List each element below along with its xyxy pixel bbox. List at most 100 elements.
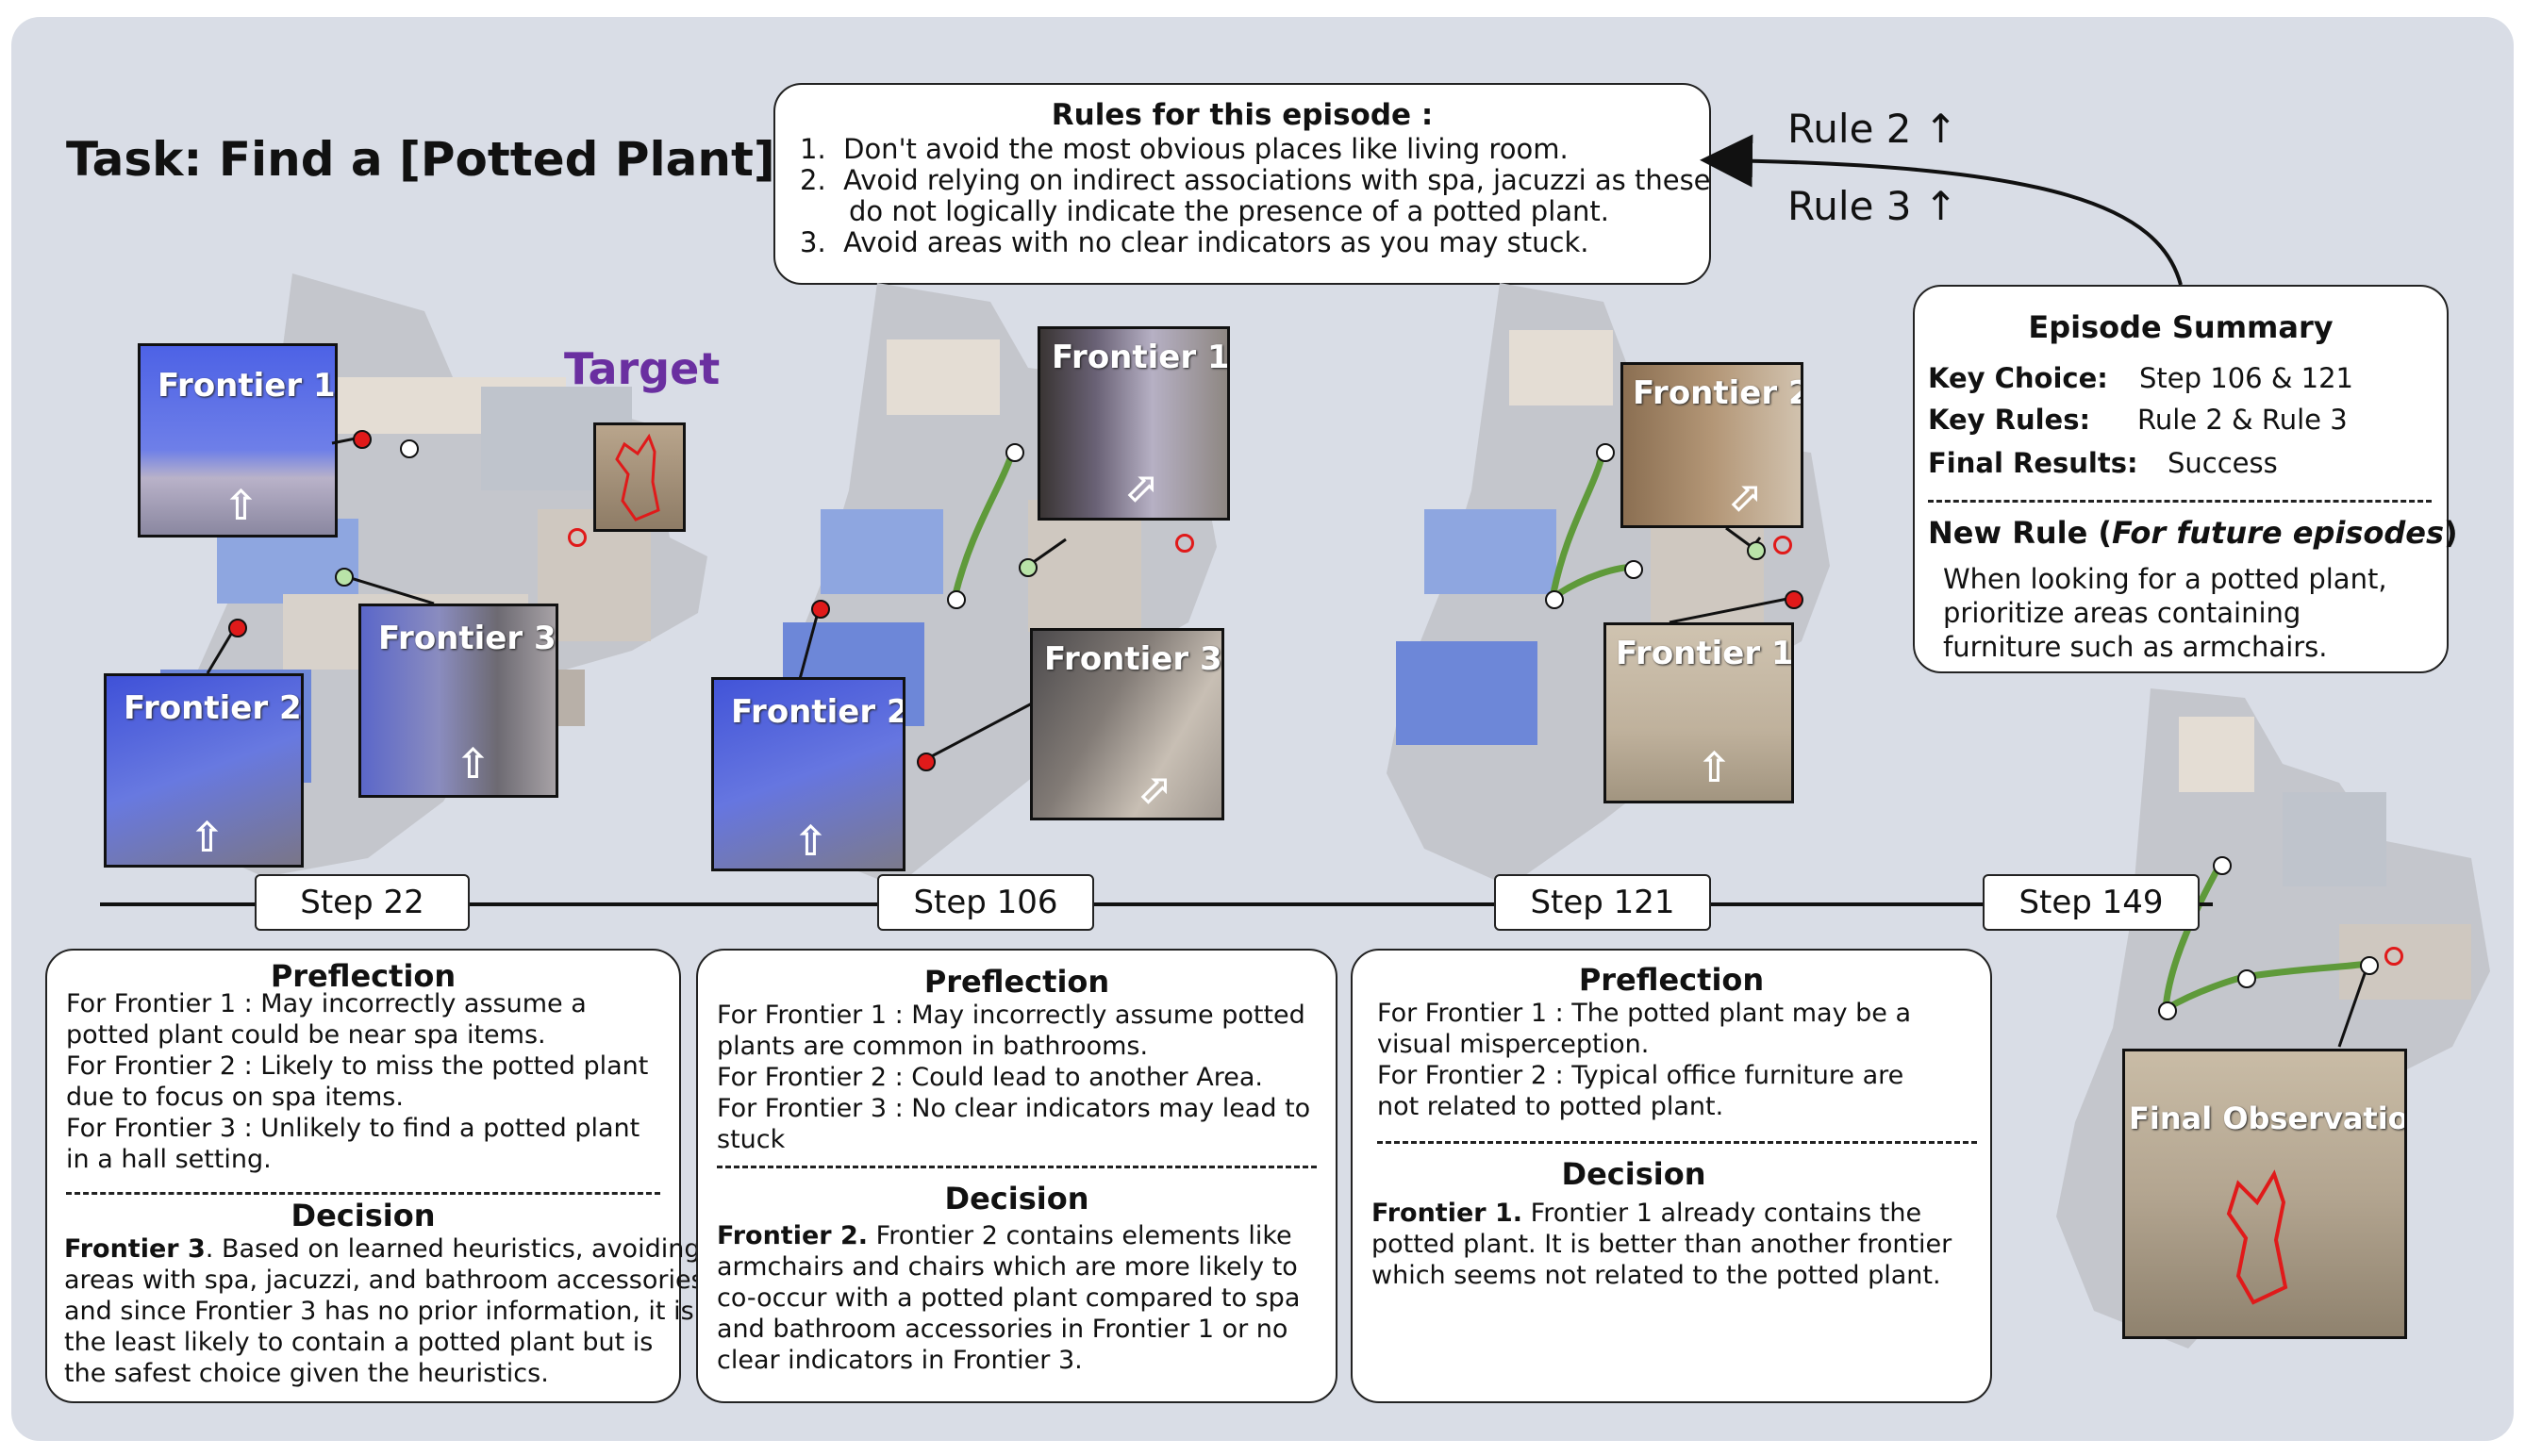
target-marker — [1175, 534, 1194, 553]
frontier-2-label: Frontier 2 — [1633, 374, 1803, 412]
rule-3-update: Rule 3 ↑ — [1787, 183, 1958, 229]
preflection-line: For Frontier 2 : Likely to miss the pott… — [66, 1051, 649, 1081]
frontier-3-marker — [335, 568, 354, 587]
new-rule-line-2: prioritize areas containing — [1943, 597, 2301, 629]
decision-line: and bathroom accessories in Frontier 1 o… — [717, 1315, 1288, 1344]
preflection-line: For Frontier 1 : May incorrectly assume … — [66, 989, 587, 1018]
waypoint-marker — [2158, 1001, 2177, 1020]
preflection-title: Preflection — [270, 958, 457, 994]
rule-2: 2. Avoid relying on indirect association… — [800, 165, 1711, 196]
summary-final-results-value: Success — [2168, 447, 2278, 479]
new-rule-body: When looking for a potted plant, priorit… — [1943, 562, 2387, 664]
new-rule-line-1: When looking for a potted plant, — [1943, 563, 2387, 595]
frontier-1-label: Frontier 1 — [158, 367, 336, 405]
frontier-1-photo-step-22: Frontier 1 ⇧ — [138, 343, 338, 538]
decision-line: the least likely to contain a potted pla… — [64, 1328, 654, 1357]
summary-key-rules-label: Key Rules: — [1928, 404, 2091, 436]
decision-title: Decision — [291, 1198, 436, 1233]
episode-summary-box: Episode Summary Key Choice: Step 106 & 1… — [1913, 285, 2458, 673]
target-photo — [593, 422, 686, 532]
preflection-line: For Frontier 1 : The potted plant may be… — [1377, 999, 1912, 1028]
agent-start-marker — [2213, 856, 2232, 875]
frontier-2-label: Frontier 2 — [124, 689, 302, 727]
step-121-label: Step 121 — [1494, 874, 1711, 931]
agent-marker — [2360, 956, 2379, 975]
decision-line: Frontier 2 contains elements like — [868, 1221, 1292, 1250]
potted-plant-outline-icon — [615, 433, 660, 521]
summary-key-choice-label: Key Choice: — [1928, 362, 2108, 394]
summary-final-results-label: Final Results: — [1928, 447, 2138, 479]
step-22-label: Step 22 — [255, 874, 470, 931]
decision-title: Decision — [944, 1181, 1089, 1216]
decision-line: potted plant. It is better than another … — [1371, 1230, 1952, 1259]
frontier-3-photo-step-22: Frontier 3 ⇧ — [358, 604, 558, 798]
final-observation-label: Final Observation — [2129, 1100, 2407, 1136]
preflection-line: visual misperception. — [1377, 1030, 1650, 1059]
step-149-label: Step 149 — [1983, 874, 2200, 931]
frontier-1-photo-step-121: Frontier 1 ⇧ — [1603, 622, 1794, 803]
rule-2-num: 2. — [800, 164, 826, 196]
target-marker — [2384, 947, 2403, 966]
agent-start-marker — [1596, 443, 1615, 462]
decision-line: which seems not related to the potted pl… — [1371, 1261, 1941, 1290]
reflection-divider — [1377, 1141, 1977, 1144]
up-arrow-icon: ⇧ — [190, 814, 224, 862]
reflection-divider — [66, 1192, 660, 1195]
frontier-1-marker — [1785, 590, 1803, 609]
step-106-label: Step 106 — [877, 874, 1094, 931]
summary-divider — [1928, 500, 2432, 503]
summary-title: Episode Summary — [2028, 309, 2334, 345]
preflection-title: Preflection — [923, 964, 1110, 1000]
decision-line: . Based on learned heuristics, avoiding — [205, 1234, 701, 1264]
preflection-line: not related to potted plant. — [1377, 1092, 1724, 1121]
frontier-1-marker — [811, 600, 830, 619]
rule-2-text-a: Avoid relying on indirect associations w… — [843, 164, 1711, 196]
preflection-line: For Frontier 1 : May incorrectly assume … — [717, 1001, 1305, 1030]
rule-1: 1. Don't avoid the most obvious places l… — [800, 134, 1711, 165]
frontier-1-label: Frontier 2 — [731, 693, 905, 731]
timeline-line — [100, 902, 2213, 906]
decision-title: Decision — [1561, 1156, 1706, 1192]
reflection-box-step-106: Preflection For Frontier 1 : May incorre… — [696, 949, 1337, 1403]
rules-title: Rules for this episode : — [1051, 98, 1434, 132]
frontier-1-marker — [353, 430, 372, 449]
frontier-3-photo-step-106: Frontier 3 ⇧ — [1030, 628, 1224, 820]
preflection-line: For Frontier 2 : Could lead to another A… — [717, 1063, 1263, 1092]
preflection-line: plants are common in bathrooms. — [717, 1032, 1149, 1061]
new-rule-title-close: ) — [2444, 515, 2458, 551]
agent-marker — [947, 590, 966, 609]
rule-1-num: 1. — [800, 133, 826, 165]
decision-line: co-occur with a potted plant compared to… — [717, 1283, 1301, 1313]
frontier-2-label: Frontier 1 — [1052, 339, 1230, 376]
preflection-body: For Frontier 1 : May incorrectly assume … — [717, 1000, 1310, 1155]
preflection-body: For Frontier 1 : The potted plant may be… — [1377, 998, 1911, 1122]
reflection-divider — [717, 1166, 1317, 1168]
preflection-title: Preflection — [1578, 962, 1765, 998]
decision-line: and since Frontier 3 has no prior inform… — [64, 1297, 694, 1326]
up-arrow-icon: ⇧ — [793, 818, 828, 866]
preflection-line: in a hall setting. — [66, 1145, 272, 1174]
decision-body: Frontier 3. Based on learned heuristics,… — [64, 1233, 712, 1389]
target-marker — [1773, 536, 1792, 554]
preflection-line: For Frontier 3 : No clear indicators may… — [717, 1094, 1311, 1123]
frontier-3-marker — [917, 753, 936, 771]
preflection-line: For Frontier 3 : Unlikely to find a pott… — [66, 1114, 640, 1143]
potted-plant-outline-icon — [2226, 1169, 2288, 1305]
rule-2-cont: do not logically indicate the presence o… — [849, 195, 1610, 227]
up-arrow-icon: ⇧ — [456, 740, 490, 788]
preflection-line: For Frontier 2 : Typical office furnitur… — [1377, 1061, 1904, 1090]
waypoint-marker — [1624, 560, 1643, 579]
rule-2-update: Rule 2 ↑ — [1787, 106, 1958, 152]
decision-choice: Frontier 3 — [64, 1234, 206, 1264]
frontier-1-label: Frontier 1 — [1616, 635, 1794, 672]
summary-key-choice-value: Step 106 & 121 — [2139, 362, 2354, 394]
new-rule-title-italic: For future episodes — [2112, 515, 2444, 551]
rule-3-num: 3. — [800, 226, 826, 258]
preflection-line: potted plant could be near spa items. — [66, 1020, 546, 1050]
reflection-box-step-121: Preflection For Frontier 1 : The potted … — [1351, 949, 1992, 1403]
agent-start-marker — [1005, 443, 1024, 462]
reflection-box-step-22: Preflection For Frontier 1 : May incorre… — [45, 949, 712, 1403]
rule-1-text: Don't avoid the most obvious places like… — [843, 133, 1569, 165]
task-object: [Potted Plant] — [399, 132, 775, 187]
